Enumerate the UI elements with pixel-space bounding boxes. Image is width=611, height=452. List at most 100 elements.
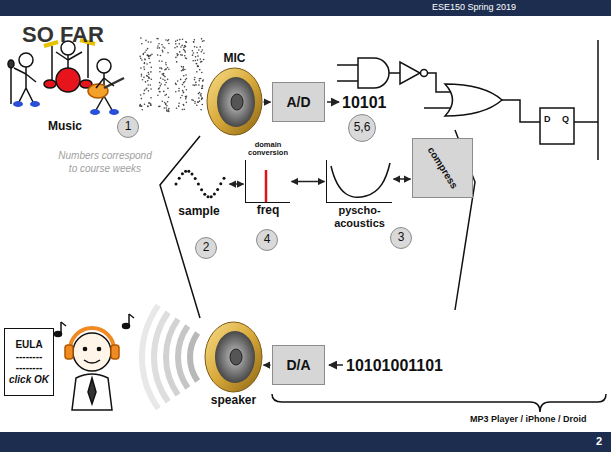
sound-wave-dots — [198, 97, 200, 99]
sound-arcs — [142, 305, 158, 408]
sound-wave-dots — [200, 61, 202, 63]
sound-wave-dots — [197, 66, 199, 68]
logic-gates — [502, 100, 540, 122]
sound-wave-dots — [201, 51, 203, 53]
sound-wave-dots — [146, 63, 148, 65]
sound-wave-dots — [160, 55, 162, 57]
listener-figure — [128, 314, 130, 326]
sound-wave-dots — [203, 40, 205, 42]
mic-speaker-icon — [231, 94, 243, 110]
sound-wave-dots — [157, 45, 159, 47]
output-speaker-icon — [205, 322, 262, 392]
sound-wave-dots — [194, 101, 196, 103]
node-label: domain conversion — [245, 141, 291, 158]
sound-wave-dots — [201, 72, 203, 74]
sound-wave-dots — [162, 49, 164, 51]
mic-speaker-icon — [207, 68, 262, 135]
sound-wave-dots — [141, 105, 143, 107]
sound-wave-dots — [198, 80, 200, 82]
sound-wave-dots — [145, 88, 147, 90]
sound-wave-dots — [165, 107, 167, 109]
sound-wave-dots — [139, 104, 141, 106]
sound-wave-dots — [183, 92, 185, 94]
sound-wave-dots — [147, 72, 149, 74]
sound-wave-dots — [148, 77, 150, 79]
sound-wave-dots — [186, 41, 188, 43]
footer-bar — [0, 432, 611, 452]
sound-wave-dots — [182, 67, 184, 69]
sound-wave-dots — [185, 98, 187, 100]
sound-wave-dots — [185, 102, 187, 104]
band-figures — [8, 60, 14, 68]
sound-wave-dots — [150, 71, 152, 73]
sound-wave-dots — [166, 110, 168, 112]
sound-wave-dots — [141, 73, 143, 75]
node-text: 2 — [203, 241, 210, 255]
sound-wave-dots — [175, 57, 177, 59]
sound-wave-dots — [168, 111, 170, 113]
listener-figure — [111, 345, 119, 359]
sound-wave-dots — [178, 90, 180, 92]
sound-wave-dots — [146, 87, 148, 89]
sample-plot: sample — [170, 165, 228, 203]
sound-wave-dots — [180, 46, 182, 48]
listener-figure — [97, 347, 100, 350]
band-figures — [104, 78, 114, 86]
device-brace — [272, 394, 606, 412]
sound-wave-dots — [165, 39, 167, 41]
sound-wave-dots — [184, 50, 186, 52]
sound-wave-dots — [159, 91, 161, 93]
sound-wave-dots — [140, 94, 142, 96]
sound-wave-dots — [150, 97, 152, 99]
band-figures — [13, 101, 23, 107]
sound-wave-dots — [142, 54, 144, 56]
sound-wave-dots — [161, 73, 163, 75]
sample-dots — [194, 177, 197, 180]
band-figures — [30, 101, 40, 107]
sound-wave-dots — [195, 84, 197, 86]
sound-arcs — [142, 305, 198, 408]
listener-figure — [72, 374, 112, 410]
course-header: ESE150 Spring 2019 — [432, 2, 516, 13]
sound-wave-dots — [165, 82, 167, 84]
sound-wave-dots — [148, 41, 150, 43]
sound-wave-dots — [196, 104, 198, 106]
frequency-line — [265, 170, 268, 202]
sound-wave-dots — [202, 85, 204, 87]
band-figures — [104, 78, 124, 88]
sound-wave-dots — [144, 51, 146, 53]
band-figures — [8, 40, 124, 115]
sound-wave-dots — [159, 106, 161, 108]
sample-dots — [187, 170, 190, 173]
sound-wave-dots — [180, 54, 182, 56]
sound-wave-dots — [147, 54, 149, 56]
sound-wave-dots — [141, 43, 143, 45]
sound-wave-dots — [150, 104, 152, 106]
sound-wave-dots — [178, 103, 180, 105]
sound-wave-dots — [202, 40, 204, 42]
sound-wave-dots — [196, 71, 198, 73]
sound-wave-dots — [162, 78, 164, 80]
sound-wave-dots — [168, 68, 170, 70]
sound-wave-dots — [141, 109, 143, 111]
sound-wave-dots — [147, 80, 149, 82]
sound-wave-dots — [147, 105, 149, 107]
sound-wave-dots — [159, 85, 161, 87]
sound-wave-dots — [144, 90, 146, 92]
sound-wave-dots — [166, 105, 168, 107]
eula-box: EULA----------------click OK — [4, 328, 54, 396]
sound-wave-dots — [185, 96, 187, 98]
sample-dots — [216, 188, 219, 191]
input-arrow — [329, 364, 343, 366]
sound-wave-dots — [151, 53, 153, 55]
sound-wave-dots — [201, 38, 203, 40]
sound-wave-dots — [150, 41, 152, 43]
output-speaker-icon — [230, 349, 242, 365]
sample-dots — [223, 177, 226, 180]
band-figures — [51, 46, 53, 80]
node-label: speaker — [211, 394, 256, 408]
sound-wave-dots — [176, 46, 178, 48]
sound-arcs — [178, 326, 188, 388]
sound-wave-dots — [164, 80, 166, 82]
sample-dots — [203, 193, 206, 196]
